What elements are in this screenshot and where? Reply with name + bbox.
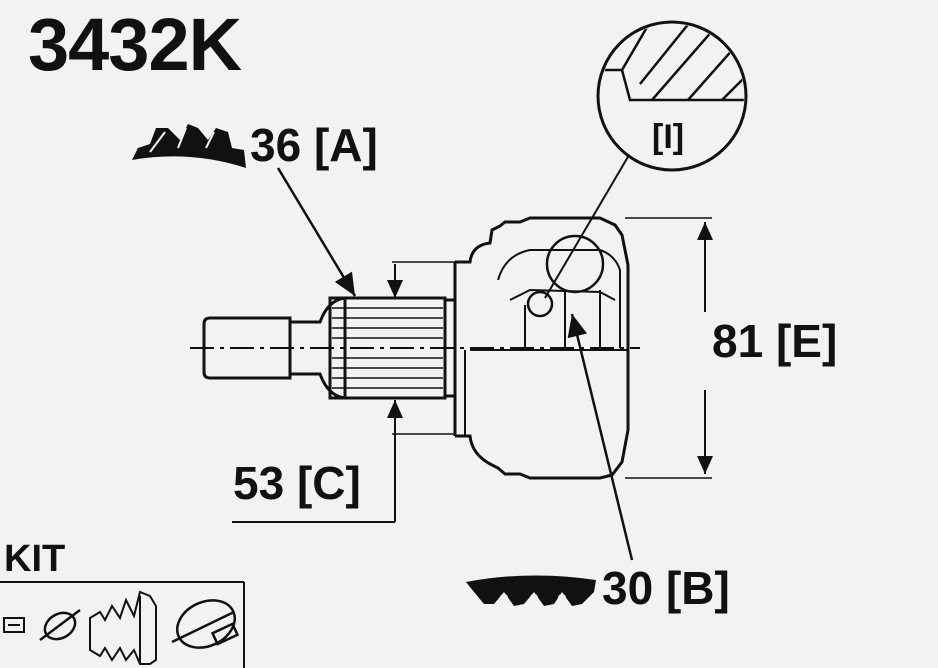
ball-bearing xyxy=(545,234,605,294)
kit-bolt-icon xyxy=(3,617,25,633)
spline-outer-label: 36 [A] xyxy=(250,119,378,171)
leader-i xyxy=(544,149,633,299)
spline-inner-label: 30 [B] xyxy=(602,562,730,614)
diameter-outer-label: 81 [E] xyxy=(712,315,838,367)
detail-label: [I] xyxy=(652,118,685,156)
diameter-seal-label: 53 [C] xyxy=(233,457,361,509)
leader-a xyxy=(276,167,357,297)
leader-b xyxy=(567,313,634,561)
dimension-c xyxy=(232,261,455,523)
kit-boot-icon xyxy=(89,590,157,665)
kit-clamp-icon xyxy=(171,599,240,649)
kit-clip-icon xyxy=(39,609,81,641)
detail-marker xyxy=(526,290,554,318)
stub-shaft xyxy=(202,296,457,400)
detail-circle xyxy=(596,20,748,172)
outer-spline-icon xyxy=(132,124,246,168)
part-number: 3432K xyxy=(28,3,242,86)
bell-housing xyxy=(453,216,630,480)
kit-box xyxy=(0,581,245,668)
inner-spline-icon xyxy=(466,575,596,606)
kit-title: KIT xyxy=(4,538,66,580)
dimension-e xyxy=(625,217,713,479)
